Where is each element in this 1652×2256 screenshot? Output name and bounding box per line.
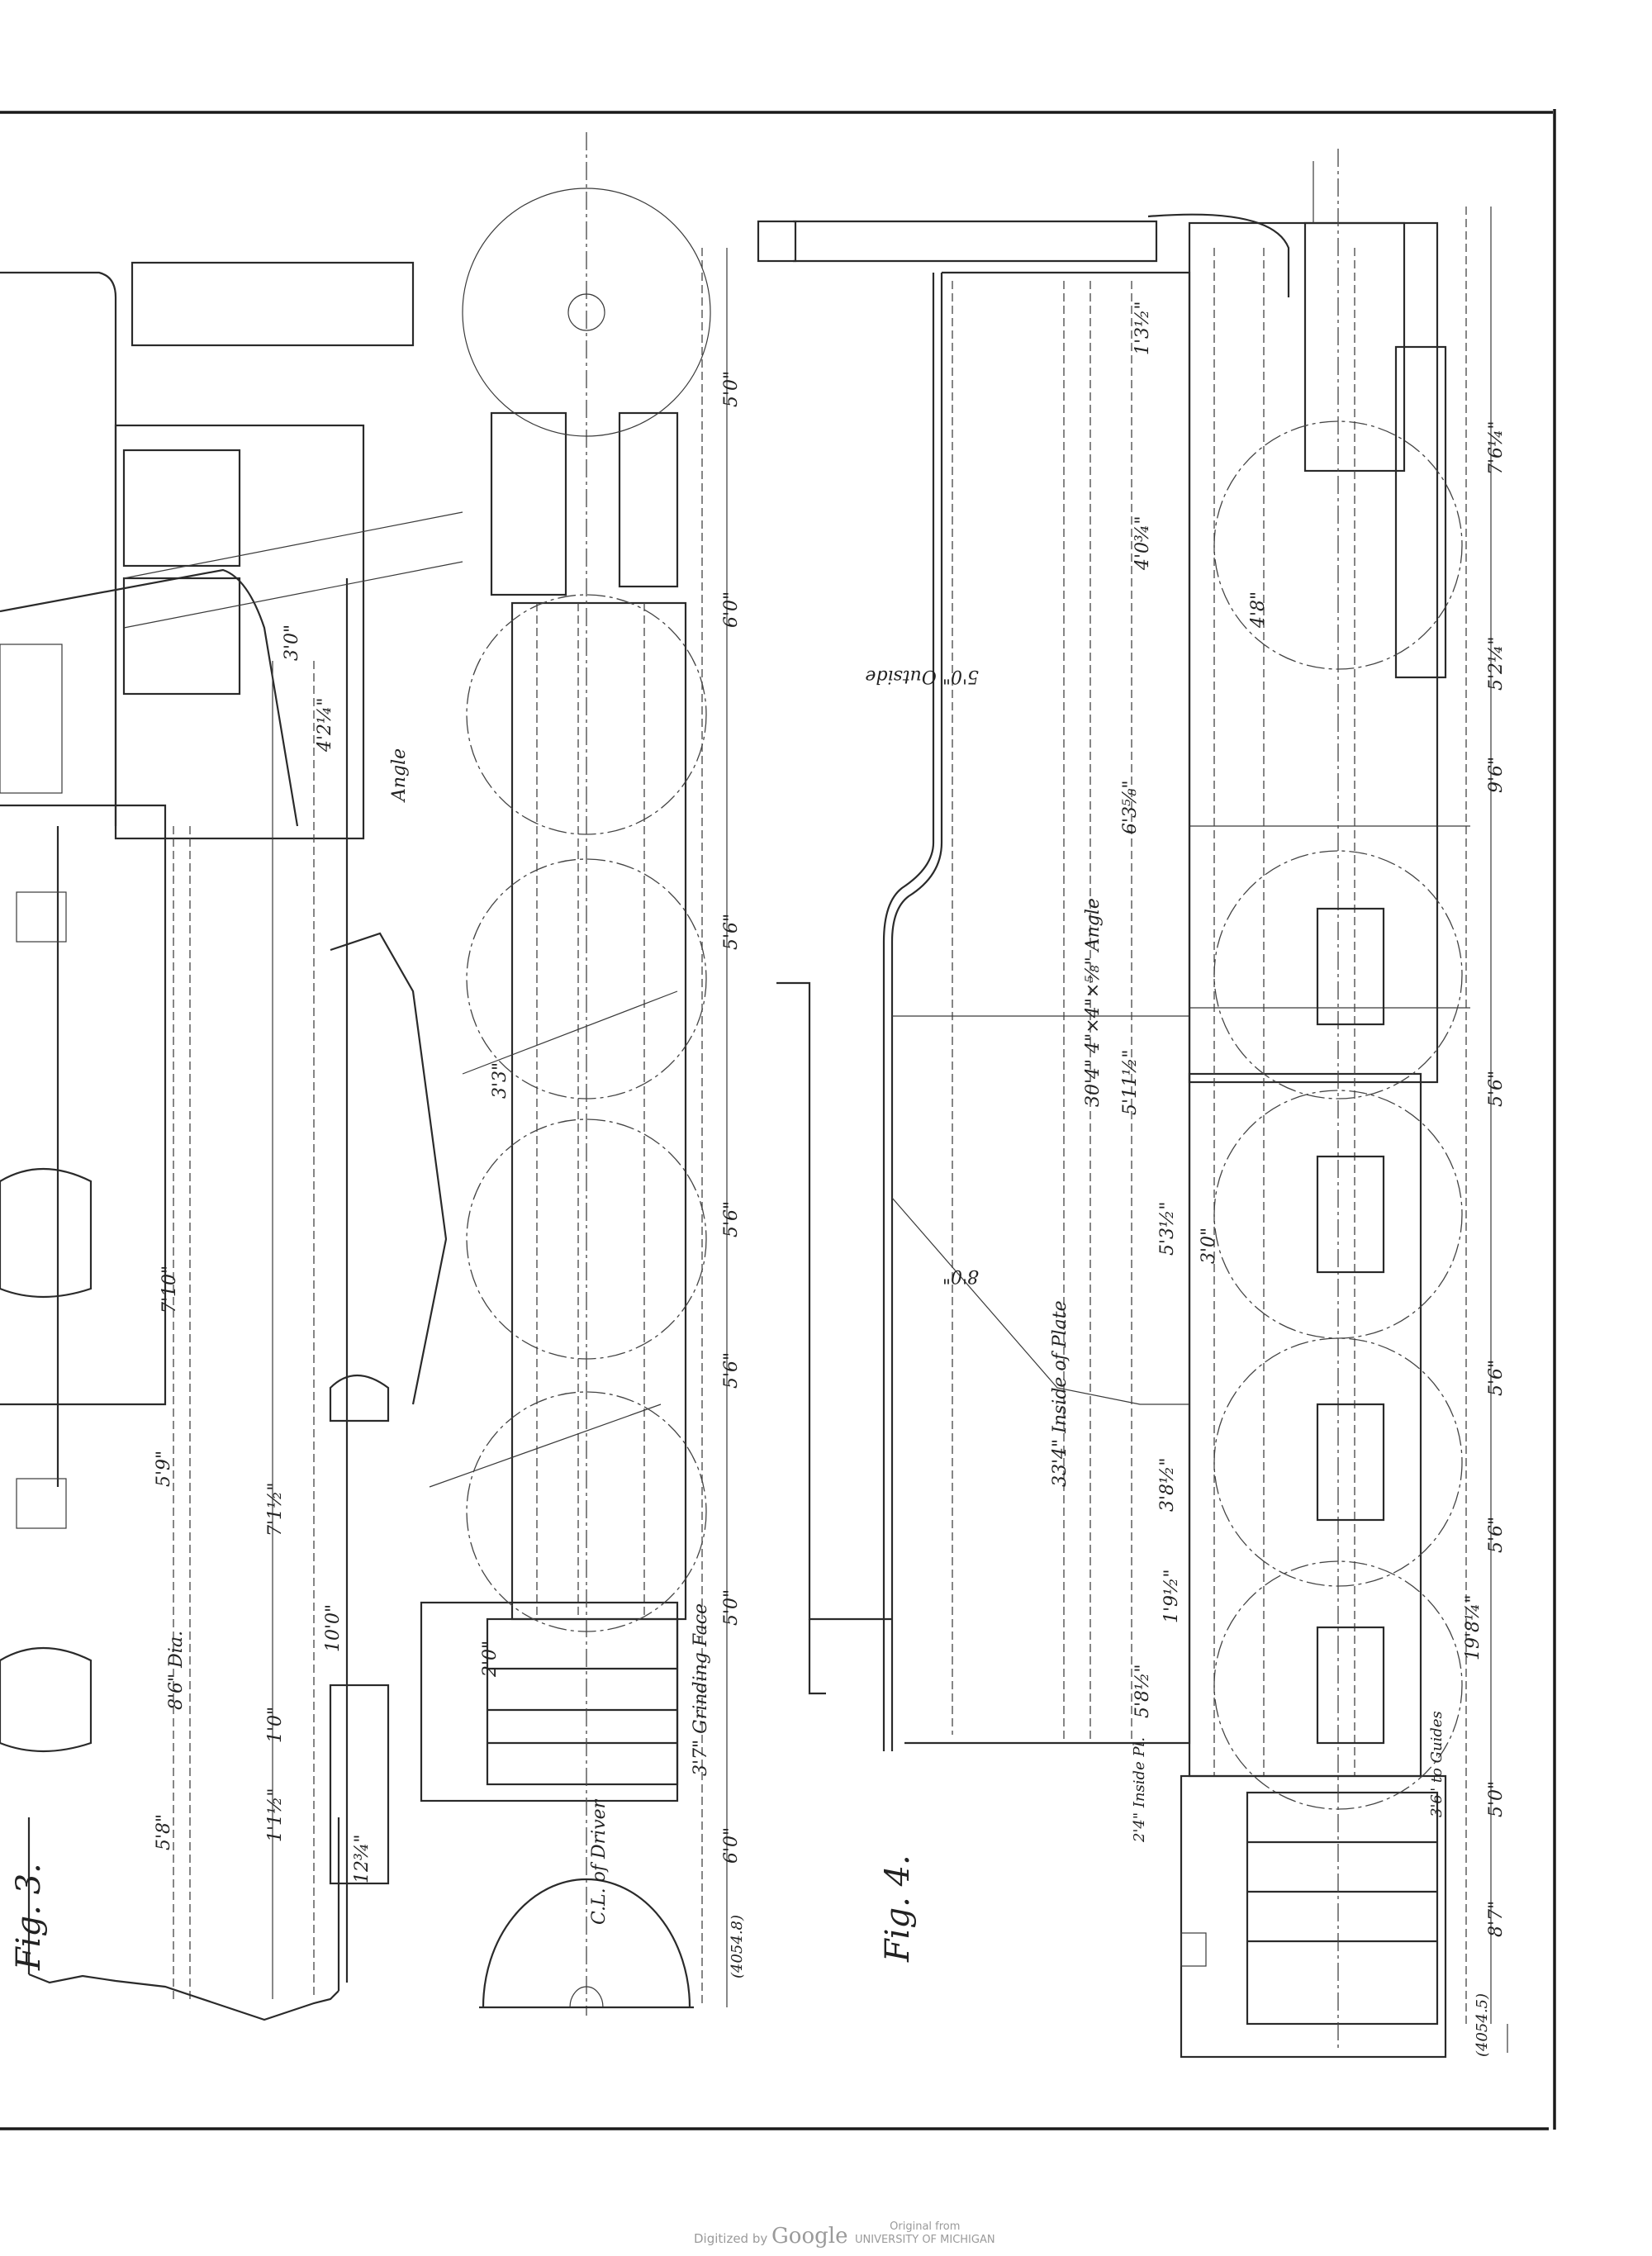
dimension-label: 5'6" (721, 1201, 742, 1237)
axle-box (1316, 1626, 1385, 1745)
note-label: 1'3½" (1132, 302, 1153, 355)
fig4-annotations: 5'0" Outside 30'4" 4"×4"×⅝" Angle 33'4" … (865, 302, 1446, 1963)
dimension-label: 5'0" (721, 371, 742, 407)
note-label: 4'2¼" (315, 698, 335, 753)
axle-box (1316, 1155, 1385, 1274)
wheel-hub (569, 1986, 604, 2008)
original-from-line: Original from (890, 2220, 961, 2233)
drawing-reference-number: (4054.5) (1474, 1993, 1491, 2057)
note-label: 3'0" (1199, 1228, 1219, 1264)
fig4-drawing (757, 149, 1470, 2059)
note-label: 3'0" (282, 625, 302, 661)
wheel (466, 1119, 707, 1360)
fig3-annotations: C.L. of Driver 3'7" Grinding Face 5'8" 5… (10, 625, 711, 1971)
wheel-hub (567, 293, 605, 331)
dimension-label: 5'6" (1486, 1360, 1507, 1396)
plate-label: 33'4" Inside of Plate (1050, 1300, 1070, 1487)
wheel (466, 594, 707, 835)
inside-plate-label: 2'4" Inside Pl. (1131, 1737, 1148, 1843)
original-source-credit: Original from UNIVERSITY OF MICHIGAN (855, 2220, 995, 2247)
note-label: 6'3⅝" (1120, 781, 1141, 834)
wheel (466, 858, 707, 1100)
note-label: Angle (389, 748, 410, 803)
figure-label: Fig. 4. (879, 1855, 917, 1963)
angle-label: 30'4" 4"×4"×⅝" Angle (1083, 898, 1104, 1107)
wheel (466, 1391, 707, 1632)
university-line: UNIVERSITY OF MICHIGAN (855, 2234, 995, 2246)
wheel (462, 188, 711, 437)
dimension-label: 5'6" (721, 914, 742, 950)
note-label: 5'3½" (1157, 1202, 1178, 1256)
note-label: 7'1½" (265, 1483, 286, 1536)
note-label: 8'6" Dia. (166, 1631, 187, 1710)
sheet-border (0, 109, 1556, 2130)
wheel (1213, 1337, 1463, 1587)
dimension-label: 8'7" (1486, 1901, 1507, 1937)
guides-label: 3'6" to Guides (1428, 1711, 1446, 1817)
wheel (1213, 420, 1463, 670)
figure-label: Fig. 3. (10, 1863, 48, 1971)
wheel (1213, 1560, 1463, 1810)
note-label: 4'0¾" (1132, 516, 1153, 571)
grinding-face-label: 3'7" Grinding Face (691, 1603, 711, 1776)
fig3-dimension-chain: 5'0" 6'0" 5'6" 5'6" 5'6" 5'0" 6'0" (4054… (701, 248, 746, 2007)
note-label: 1'0" (265, 1707, 286, 1743)
note-label: 5'9" (154, 1451, 174, 1487)
digitized-prefix: Digitized by (694, 2231, 768, 2246)
dimension-label: 5'6" (1486, 1517, 1507, 1553)
digitized-by-credit: Digitized by Google (694, 2224, 847, 2249)
dimension-label: 5'6" (1486, 1071, 1507, 1107)
note-label: 3'8½" (1157, 1458, 1178, 1512)
dimension-label: 5'0" (721, 1589, 742, 1626)
centerline-label: C.L. of Driver (589, 1798, 610, 1925)
axle-box (1316, 907, 1385, 1026)
dimension-label: 9'6" (1486, 757, 1507, 793)
dimension-label: 6'0" (721, 1827, 742, 1864)
wheel (1213, 1090, 1463, 1339)
outside-label: 5'0" Outside (865, 666, 979, 686)
axle-box (1316, 1403, 1385, 1522)
note-label: 1'1½" (265, 1788, 286, 1842)
dimension-label: 19'8¼" (1463, 1595, 1483, 1660)
note-label: 4'8" (1248, 591, 1269, 629)
fig3-drawing (0, 132, 687, 2021)
dimension-label: 5'0" (1486, 1781, 1507, 1817)
note-label: 5'8" (154, 1814, 174, 1850)
wheel (482, 1878, 691, 2008)
wheel (1213, 850, 1463, 1100)
fig3-wheels (462, 188, 711, 2009)
dimension-label: 7'6¼" (1486, 421, 1507, 475)
dimension-label: 5'2¼" (1486, 637, 1507, 691)
note-label: 2'0" (480, 1641, 501, 1678)
fig4-dimension-chain: 7'6¼" 5'2¼" 9'6" 5'6" 5'6" 5'6" 19'8¼" 5… (1463, 207, 1508, 2057)
note-label: 10'0" (323, 1604, 344, 1652)
note-label: 12¾" (352, 1835, 373, 1883)
note-label: 1'9½" (1161, 1570, 1182, 1623)
drawing-reference-number: (4054.8) (729, 1915, 746, 1978)
google-logo: Google (771, 2224, 848, 2249)
dimension-label: 5'6" (721, 1352, 742, 1389)
note-label: 3'3" (490, 1062, 510, 1099)
note-label: 7'10" (159, 1266, 180, 1313)
note-label: 5'11½" (1120, 1050, 1141, 1115)
width-label: 8'0" (942, 1266, 979, 1286)
dimension-label: 6'0" (721, 591, 742, 628)
note-label: 5'8½" (1132, 1665, 1153, 1718)
